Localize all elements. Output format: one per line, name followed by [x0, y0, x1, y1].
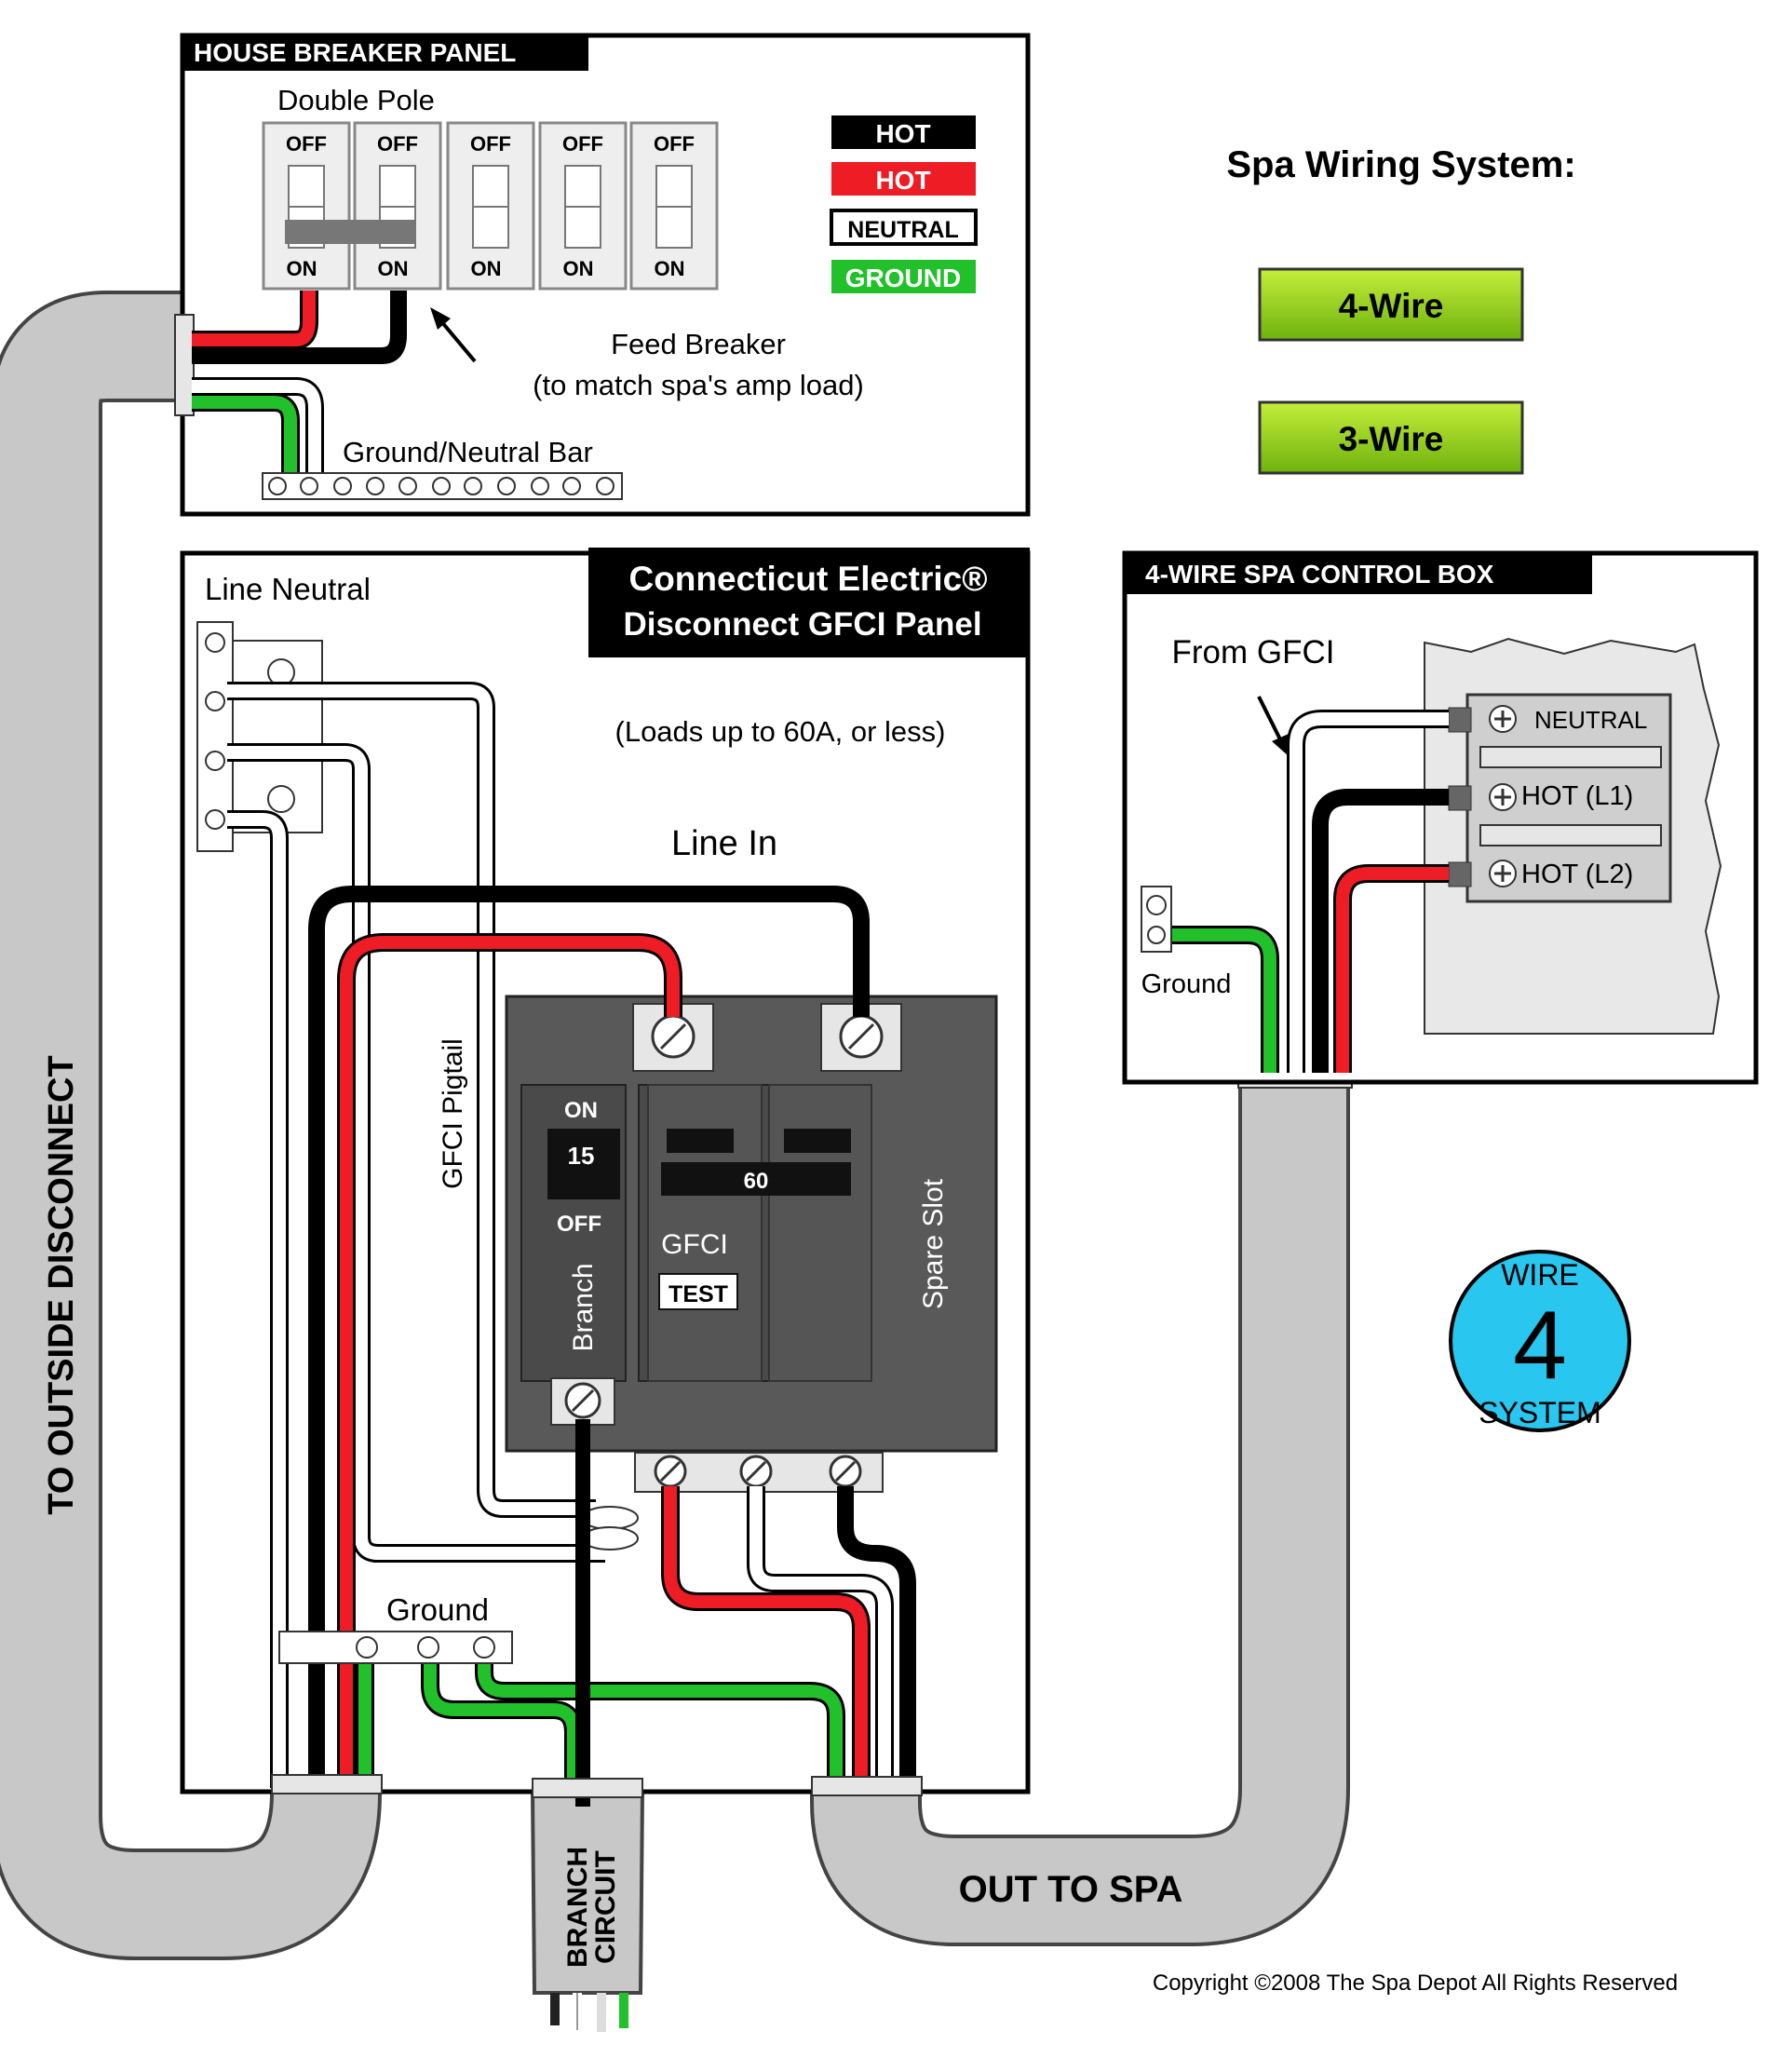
gfci-pigtail-label: GFCI Pigtail — [438, 1038, 468, 1189]
gfci-breaker-rating: 60 — [744, 1169, 769, 1194]
ground-bar — [278, 1631, 513, 1664]
branch-label: Branch — [568, 1263, 599, 1351]
gfci-panel-wires — [227, 682, 916, 2032]
double-pole-tie — [285, 220, 415, 244]
legend-neutral — [830, 209, 978, 246]
four-wire-system-badge — [1449, 1250, 1631, 1432]
three-wire-button-label: 3-Wire — [1339, 420, 1444, 458]
gfci-panel-title-2: Disconnect GFCI Panel — [623, 606, 981, 643]
breaker-5-off: OFF — [654, 132, 695, 156]
from-gfci-label: From GFCI — [1172, 634, 1335, 670]
line-neutral-bar — [196, 621, 323, 852]
double-pole-label: Double Pole — [277, 84, 435, 116]
wire-legend — [830, 115, 978, 293]
conduit-outside-disconnect — [0, 291, 382, 1960]
legend-ground-label: GROUND — [845, 264, 961, 292]
line-in-label: Line In — [671, 824, 777, 863]
four-wire-button-label: 4-Wire — [1339, 287, 1444, 325]
spa-control-box — [1122, 550, 1759, 1085]
out-to-spa-label: OUT TO SPA — [959, 1869, 1183, 1910]
breaker-4-on: ON — [563, 257, 594, 280]
legend-hot-black-label: HOT — [875, 119, 930, 148]
outside-disconnect-label: TO OUTSIDE DISCONNECT — [42, 1055, 81, 1514]
hot-l2-terminal-label: HOT (L2) — [1521, 860, 1633, 889]
breaker-2-on: ON — [378, 257, 409, 280]
breaker-4-off: OFF — [562, 132, 603, 156]
ground-neutral-bar — [262, 472, 623, 500]
legend-hot-black — [831, 115, 976, 149]
copyright: Copyright ©2008 The Spa Depot All Rights… — [1153, 1970, 1678, 1996]
breaker-5-on: ON — [655, 257, 685, 280]
gfci-breaker-box — [505, 995, 998, 1493]
spa-box-title: 4-WIRE SPA CONTROL BOX — [1145, 560, 1494, 589]
breaker-2-off: OFF — [377, 132, 418, 156]
branch-circuit-label-2: CIRCUIT — [590, 1850, 621, 1964]
breaker-1-off: OFF — [286, 132, 327, 156]
spa-box-wires — [1141, 696, 1449, 1073]
legend-hot-red-label: HOT — [875, 166, 930, 195]
branch-breaker-rating: 15 — [568, 1142, 595, 1170]
three-wire-button[interactable] — [1258, 400, 1524, 475]
breaker-3-off: OFF — [470, 132, 511, 156]
four-wire-button[interactable] — [1258, 267, 1524, 342]
branch-breaker-on: ON — [564, 1098, 598, 1123]
test-button: TEST — [668, 1281, 728, 1307]
ground-neutral-bar-label: Ground/Neutral Bar — [343, 436, 593, 468]
spare-slot-label: Spare Slot — [918, 1178, 949, 1309]
feed-breaker-label: Feed Breaker — [611, 328, 786, 360]
legend-ground — [831, 260, 976, 293]
conduit-out-to-spa — [810, 1076, 1350, 1946]
badge-bottom: SYSTEM — [1479, 1396, 1601, 1429]
hot-l1-terminal-label: HOT (L1) — [1521, 781, 1633, 811]
page-title: Spa Wiring System: — [1226, 144, 1575, 185]
line-neutral-label: Line Neutral — [205, 572, 371, 606]
legend-hot-red — [831, 162, 976, 196]
gfci-panel-title-1: Connecticut Electric® — [628, 560, 987, 598]
branch-circuit-label-1: BRANCH — [562, 1847, 593, 1968]
badge-number: 4 — [1513, 1292, 1567, 1400]
gfci-label: GFCI — [661, 1229, 728, 1260]
spa-ground-label: Ground — [1141, 969, 1232, 999]
ground-label: Ground — [386, 1592, 489, 1627]
branch-breaker-off: OFF — [557, 1212, 601, 1237]
house-panel-title: HOUSE BREAKER PANEL — [194, 38, 516, 67]
neutral-terminal-label: NEUTRAL — [1534, 706, 1647, 734]
breaker-3-on: ON — [471, 257, 502, 280]
feed-breaker-note: (to match spa's amp load) — [533, 369, 864, 401]
breaker-row — [262, 121, 719, 291]
breaker-1-on: ON — [287, 257, 317, 280]
legend-neutral-label: NEUTRAL — [847, 217, 958, 243]
loads-note: (Loads up to 60A, or less) — [615, 715, 946, 748]
house-panel-wires — [192, 291, 477, 480]
badge-top: WIRE — [1501, 1258, 1579, 1292]
